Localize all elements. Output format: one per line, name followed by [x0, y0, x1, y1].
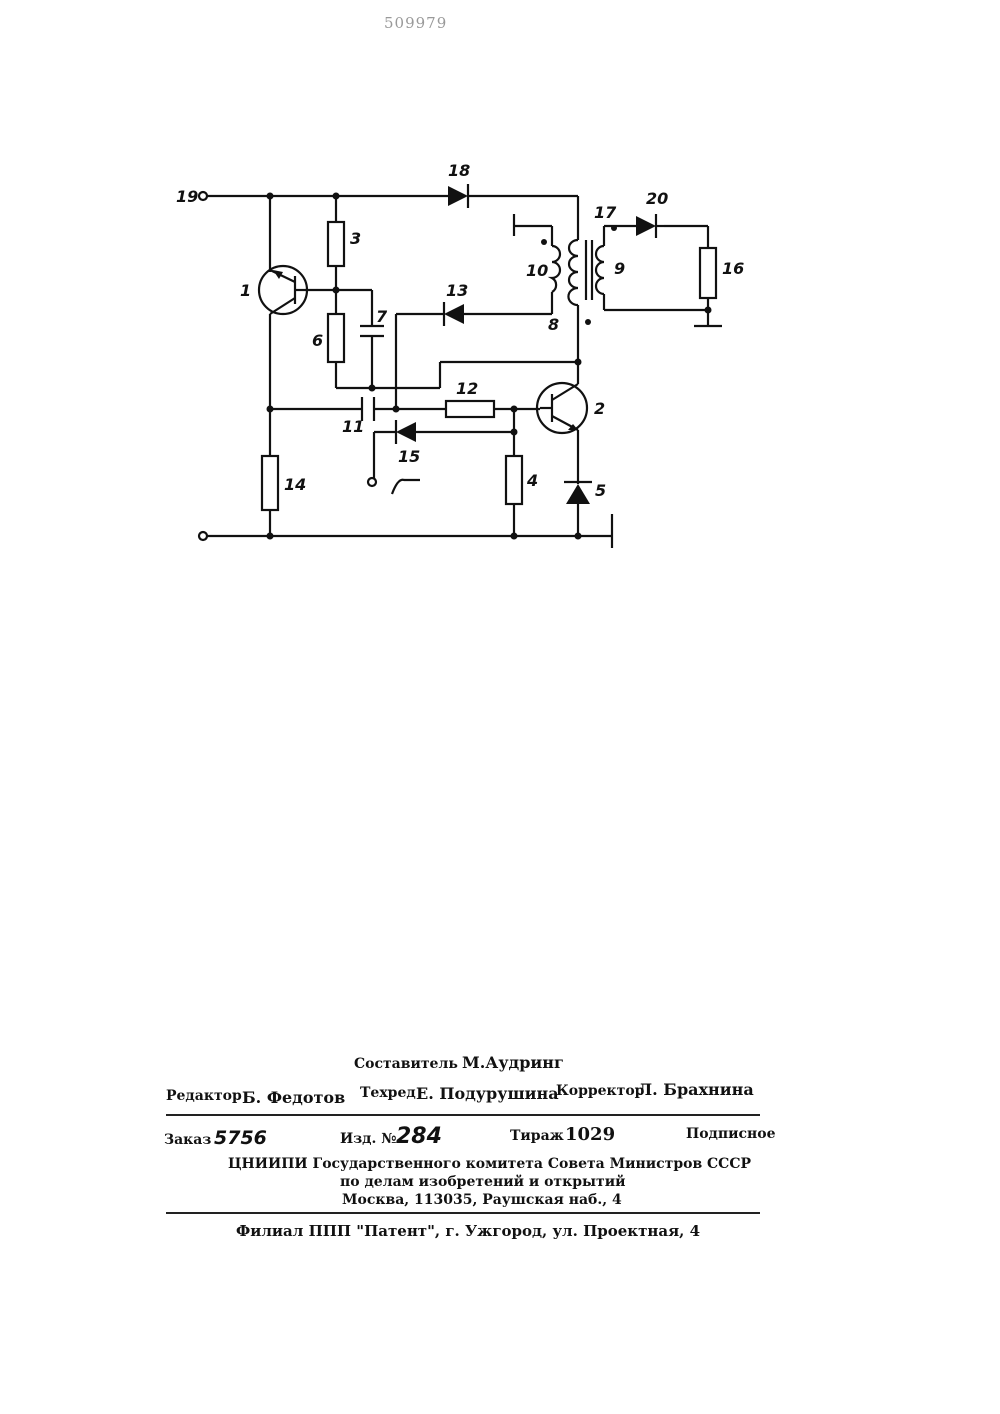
label-8: 8: [548, 315, 559, 334]
label-15: 15: [398, 447, 420, 466]
label-5: 5: [595, 481, 606, 500]
corrector-name: Л. Брахнина: [638, 1080, 754, 1099]
diode-5: [564, 476, 592, 504]
label-4: 4: [526, 471, 538, 490]
label-2: 2: [594, 399, 605, 418]
label-11: 11: [342, 417, 364, 436]
wires: [206, 196, 722, 548]
org-line-3: Москва, 113035, Раушская наб., 4: [342, 1192, 622, 1208]
techred-label: Техред: [360, 1085, 416, 1101]
label-6: 6: [312, 331, 323, 350]
order-value: 5756: [214, 1127, 267, 1149]
label-16: 16: [722, 259, 744, 278]
capacitor-7: [360, 326, 384, 336]
label-17: 17: [594, 203, 617, 222]
resistor-14: [262, 456, 278, 510]
divider-top: [166, 1114, 760, 1116]
resistor-3: [328, 222, 344, 266]
transistor-2-symbol: [537, 383, 587, 433]
divider-bottom: [166, 1212, 760, 1214]
print-run-value: 1029: [565, 1124, 615, 1145]
print-run-label: Тираж: [510, 1128, 564, 1144]
subscription-label: Подписное: [686, 1126, 776, 1142]
editor-name: Б. Федотов: [242, 1088, 345, 1107]
resistor-4: [506, 456, 522, 504]
transistor-1-symbol: [259, 266, 307, 314]
label-10: 10: [526, 261, 548, 280]
label-7: 7: [376, 307, 388, 326]
edition-value: 284: [396, 1124, 442, 1149]
label-12: 12: [456, 379, 478, 398]
diode-18: [448, 184, 468, 208]
compiler-label: Составитель: [354, 1056, 458, 1072]
component-labels: 1 2 3 4 5 6 7 8 9 10 11 12 13 14 15 16 1…: [176, 161, 744, 500]
branch-line: Филиал ППП "Патент", г. Ужгород, ул. Про…: [236, 1222, 700, 1240]
org-line-2: по делам изобретений и открытий: [340, 1174, 625, 1190]
label-9: 9: [614, 259, 625, 278]
pulse-terminal: [368, 478, 376, 486]
label-3: 3: [350, 229, 361, 248]
diode-15: [396, 420, 416, 444]
label-14: 14: [284, 475, 306, 494]
label-1: 1: [240, 281, 251, 300]
compiler-name: М.Аудринг: [462, 1053, 564, 1072]
label-20: 20: [646, 189, 668, 208]
diode-13: [444, 302, 464, 326]
input-terminal-19: [199, 192, 207, 200]
circuit-schematic: 1 2 3 4 5 6 7 8 9 10 11 12 13 14 15 16 1…: [0, 0, 1000, 600]
label-18: 18: [448, 161, 470, 180]
edition-label: Изд. №: [340, 1131, 396, 1147]
label-13: 13: [446, 281, 468, 300]
corrector-label: Корректор: [556, 1083, 644, 1099]
techred-name: Е. Подурушина: [416, 1084, 559, 1103]
pulse-waveform-icon: [392, 480, 420, 494]
resistor-6: [328, 314, 344, 362]
input-terminal-common: [199, 532, 207, 540]
label-19: 19: [176, 187, 198, 206]
editor-label: Редактор: [166, 1088, 242, 1104]
order-label: Заказ: [164, 1132, 211, 1148]
resistor-12: [446, 401, 494, 417]
diode-20: [636, 214, 664, 238]
org-line-1: ЦНИИПИ Государственного комитета Совета …: [228, 1156, 751, 1172]
transformer-17: [552, 240, 604, 305]
resistor-16: [700, 248, 716, 298]
junction-dots: [267, 193, 712, 540]
